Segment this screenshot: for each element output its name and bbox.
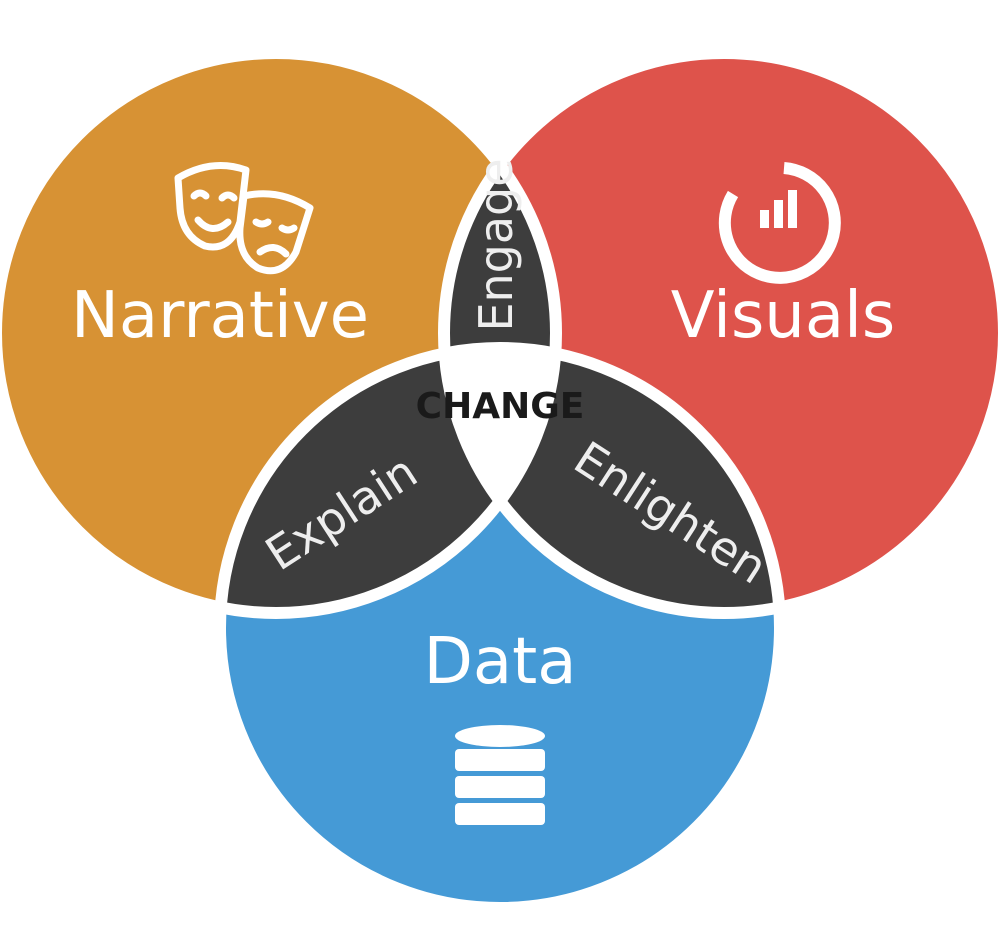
enlighten-region — [444, 348, 780, 613]
visuals-outline — [438, 47, 1004, 619]
chart-icon — [718, 162, 841, 284]
data-label: Data — [424, 625, 577, 699]
engage-label: Engage — [469, 158, 523, 331]
database-icon — [455, 725, 545, 825]
data-outline — [214, 342, 786, 914]
narrative-outline — [0, 47, 562, 619]
change-label: CHANGE — [416, 386, 585, 427]
narrative-label: Narrative — [71, 279, 369, 353]
explain-region — [220, 348, 556, 613]
visuals-label: Visuals — [671, 279, 895, 353]
theater-masks-icon — [174, 162, 314, 275]
